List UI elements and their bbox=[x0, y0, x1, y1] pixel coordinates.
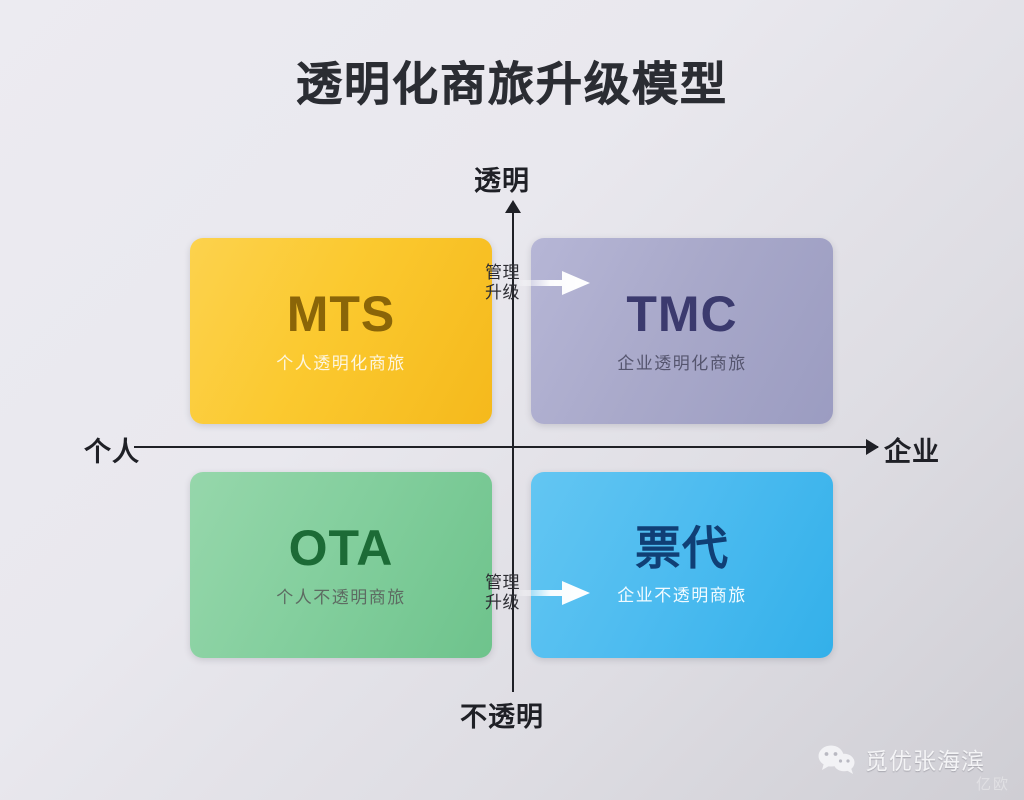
axis-label-enterprise: 企业 bbox=[884, 437, 940, 467]
quadrant-subtitle-tmc: 企业透明化商旅 bbox=[617, 354, 747, 374]
axis-label-individual: 个人 bbox=[84, 437, 140, 467]
quadrant-title-piaodai: 票代 bbox=[635, 521, 729, 574]
quadrant-title-ota: OTA bbox=[288, 519, 394, 576]
horizontal-axis-arrowhead-icon bbox=[866, 439, 879, 455]
quadrant-subtitle-mts: 个人透明化商旅 bbox=[276, 354, 406, 374]
watermark: 觅优张海滨 bbox=[818, 742, 985, 776]
quadrant-subtitle-ota: 个人不透明商旅 bbox=[276, 588, 406, 608]
quadrant-title-mts: MTS bbox=[286, 285, 396, 342]
horizontal-axis-line bbox=[134, 446, 878, 448]
corner-watermark: 亿欧 bbox=[975, 776, 1010, 793]
transition-arrow-bottom-icon bbox=[518, 580, 590, 606]
vertical-axis-arrowhead-icon bbox=[505, 200, 521, 213]
page-title: 透明化商旅升级模型 bbox=[296, 58, 728, 111]
watermark-text: 觅优张海滨 bbox=[865, 749, 985, 774]
transition-ota-to-piaodai: 管理 升级 bbox=[485, 573, 590, 612]
wechat-icon bbox=[818, 745, 855, 774]
transition-mts-to-tmc: 管理 升级 bbox=[485, 263, 590, 302]
transition-label-bottom: 管理 升级 bbox=[485, 573, 520, 612]
transition-label-top: 管理 升级 bbox=[485, 263, 520, 302]
transition-arrow-top-icon bbox=[518, 270, 590, 296]
quadrant-card-ota[interactable]: OTA 个人不透明商旅 bbox=[190, 472, 492, 658]
quadrant-title-tmc: TMC bbox=[626, 285, 738, 342]
quadrant-subtitle-piaodai: 企业不透明商旅 bbox=[617, 586, 747, 606]
axis-label-opaque: 不透明 bbox=[460, 702, 544, 732]
quadrant-card-mts[interactable]: MTS 个人透明化商旅 bbox=[190, 238, 492, 424]
axis-label-transparent: 透明 bbox=[474, 166, 530, 196]
quadrant-card-piaodai[interactable]: 票代 企业不透明商旅 bbox=[531, 472, 833, 658]
vertical-axis-line bbox=[512, 208, 514, 692]
quadrant-card-tmc[interactable]: TMC 企业透明化商旅 bbox=[531, 238, 833, 424]
